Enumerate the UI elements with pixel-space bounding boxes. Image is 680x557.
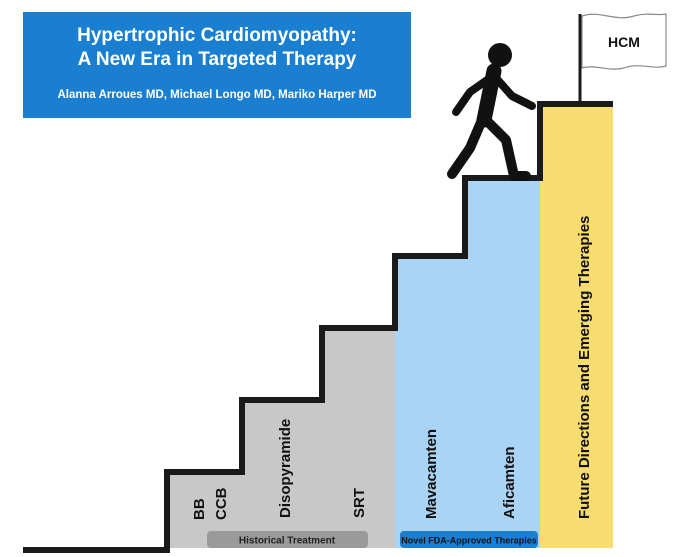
title-line-2: A New Era in Targeted Therapy [77,49,357,70]
title-banner: Hypertrophic Cardiomyopathy: A New Era i… [23,12,411,118]
flag-icon [581,13,667,70]
historical-region [167,328,395,548]
historical-caption: Historical Treatment [239,536,336,547]
novel-caption: Novel FDA-Approved Therapies [401,536,537,546]
novel-caption-bg [400,531,538,548]
future-region [540,104,613,548]
label-disopyramide: Disopyramide [277,419,294,518]
authors-line: Alanna Arroues MD, Michael Longo MD, Mar… [57,89,377,101]
label-future-directions: Future Directions and Emerging Therapies [576,216,593,519]
flag-label: HCM [608,34,640,50]
novel-region [395,178,540,548]
label-bb: BB [191,498,208,520]
walking-person-icon [447,43,536,181]
label-ccb: CCB [213,487,230,520]
title-line-1: Hypertrophic Cardiomyopathy: [77,25,357,46]
label-srt: SRT [351,488,368,518]
label-aficamten: Aficamten [501,446,518,519]
label-mavacamten: Mavacamten [423,429,440,519]
historical-caption-bg [207,531,368,548]
